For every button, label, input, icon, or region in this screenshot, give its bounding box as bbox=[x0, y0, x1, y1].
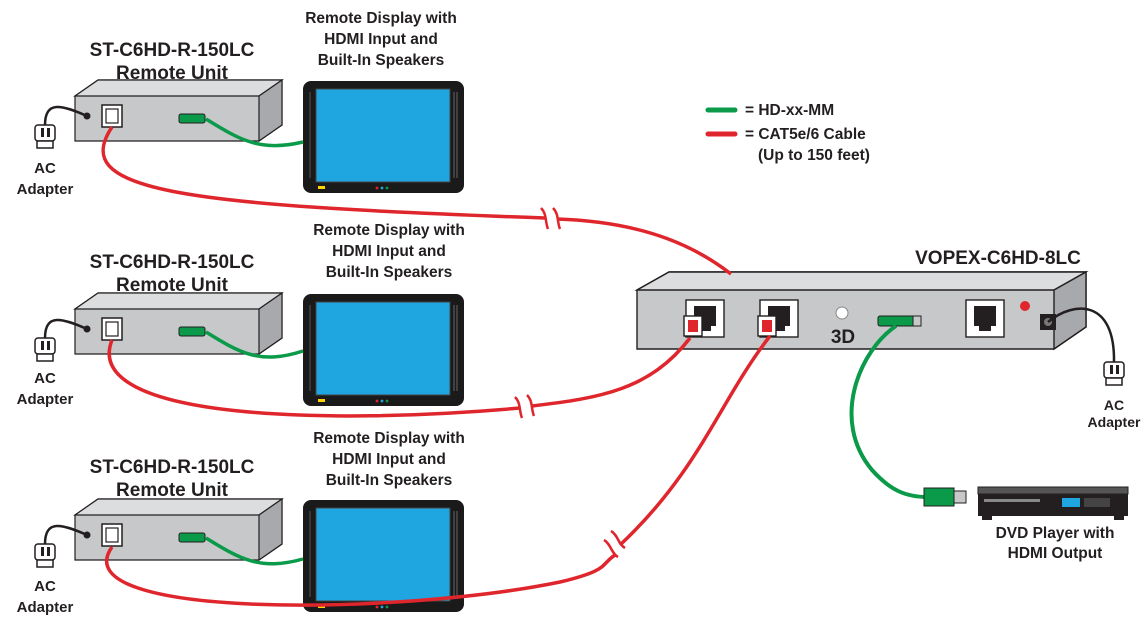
cat-cable-1 bbox=[101, 126, 733, 276]
rj45-port-2 bbox=[757, 299, 799, 338]
remote-display bbox=[302, 293, 465, 407]
power-cord bbox=[43, 524, 88, 545]
power-cord bbox=[43, 105, 88, 126]
3d-label: 3D bbox=[831, 327, 855, 348]
remote-display bbox=[302, 499, 465, 613]
display-label-line-1: Remote Display with bbox=[313, 222, 465, 239]
remote-unit-box bbox=[74, 292, 283, 355]
transmitter-adapter-label-line-1: AC bbox=[1104, 397, 1124, 413]
remote-unit-box bbox=[74, 79, 283, 142]
display-label-line-3: Built-In Speakers bbox=[326, 472, 453, 489]
remote-unit-subtitle: Remote Unit bbox=[116, 63, 229, 84]
power-cord bbox=[43, 318, 88, 339]
transmitter-box-top bbox=[634, 271, 1089, 291]
ac-plug-icon bbox=[34, 124, 56, 149]
power-led bbox=[1020, 301, 1030, 311]
cat-cable-3 bbox=[105, 334, 772, 607]
dvd-player: DVD Player with HDMI Output bbox=[977, 486, 1129, 562]
hdmi-cable-dvd bbox=[849, 324, 929, 499]
hdmi-port-tip bbox=[912, 315, 922, 327]
remote-unit-subtitle: Remote Unit bbox=[116, 480, 229, 501]
remote-unit-subtitle: Remote Unit bbox=[116, 275, 229, 296]
ac-adapter-label-line-2: Adapter bbox=[17, 181, 74, 198]
ac-plug-icon bbox=[34, 543, 56, 568]
cable-break-3 bbox=[603, 529, 626, 559]
ac-plug-icon bbox=[34, 337, 56, 362]
hdmi-cable bbox=[205, 330, 304, 359]
remote-unit-title: ST-C6HD-R-150LC bbox=[90, 40, 255, 61]
hdmi-cable bbox=[205, 117, 304, 148]
rj45-port-3 bbox=[965, 299, 1005, 338]
display-label-line-2: HDMI Input and bbox=[332, 243, 446, 260]
ac-adapter-label-line-2: Adapter bbox=[17, 391, 74, 408]
hdmi-plug-icon bbox=[923, 487, 955, 507]
transmitter-adapter-label-line-2: Adapter bbox=[1088, 414, 1141, 430]
legend: = HD-xx-MM = CAT5e/6 Cable (Up to 150 fe… bbox=[705, 102, 870, 164]
remote-unit-2: ST-C6HD-R-150LC Remote Unit Remote Displ… bbox=[17, 222, 465, 408]
hdmi-plug-tip bbox=[953, 490, 967, 504]
ac-adapter-label-line-1: AC bbox=[34, 578, 56, 595]
cat-cable-2 bbox=[107, 336, 692, 418]
transmitter-title: VOPEX-C6HD-8LC bbox=[915, 248, 1081, 269]
display-label-line-2: HDMI Input and bbox=[332, 451, 446, 468]
remote-unit-3: ST-C6HD-R-150LC Remote Unit Remote Displ… bbox=[17, 430, 465, 616]
hdmi-cable bbox=[205, 536, 304, 566]
rj45-port-1 bbox=[683, 299, 725, 338]
3d-button bbox=[835, 306, 849, 320]
display-label-line-3: Built-In Speakers bbox=[326, 264, 453, 281]
cable-break-1 bbox=[540, 207, 562, 230]
dvd-label-line-1: DVD Player with bbox=[996, 525, 1115, 542]
legend-cat-label: = CAT5e/6 Cable bbox=[745, 126, 866, 143]
ac-adapter-label-line-1: AC bbox=[34, 370, 56, 387]
display-label-line-3: Built-In Speakers bbox=[318, 52, 445, 69]
remote-unit-box bbox=[74, 498, 283, 561]
display-label-line-1: Remote Display with bbox=[305, 10, 457, 27]
cable-break-2 bbox=[514, 394, 536, 419]
ac-adapter-label-line-2: Adapter bbox=[17, 599, 74, 616]
remote-unit-title: ST-C6HD-R-150LC bbox=[90, 457, 255, 478]
legend-hdmi-label: = HD-xx-MM bbox=[745, 102, 834, 119]
transmitter: VOPEX-C6HD-8LC 3D bbox=[634, 248, 1141, 430]
ac-adapter-label-line-1: AC bbox=[34, 160, 56, 177]
hdmi-port bbox=[877, 315, 919, 327]
remote-display bbox=[302, 80, 465, 194]
transmitter-power-cord bbox=[1047, 307, 1116, 363]
display-label-line-2: HDMI Input and bbox=[324, 31, 438, 48]
dvd-label-line-2: HDMI Output bbox=[1008, 545, 1103, 562]
ac-plug-icon bbox=[1103, 361, 1125, 386]
remote-unit-1: ST-C6HD-R-150LC Remote Unit Remote Displ… bbox=[17, 10, 465, 198]
display-label-line-1: Remote Display with bbox=[313, 430, 465, 447]
legend-cat-note: (Up to 150 feet) bbox=[758, 147, 870, 164]
remote-unit-title: ST-C6HD-R-150LC bbox=[90, 252, 255, 273]
